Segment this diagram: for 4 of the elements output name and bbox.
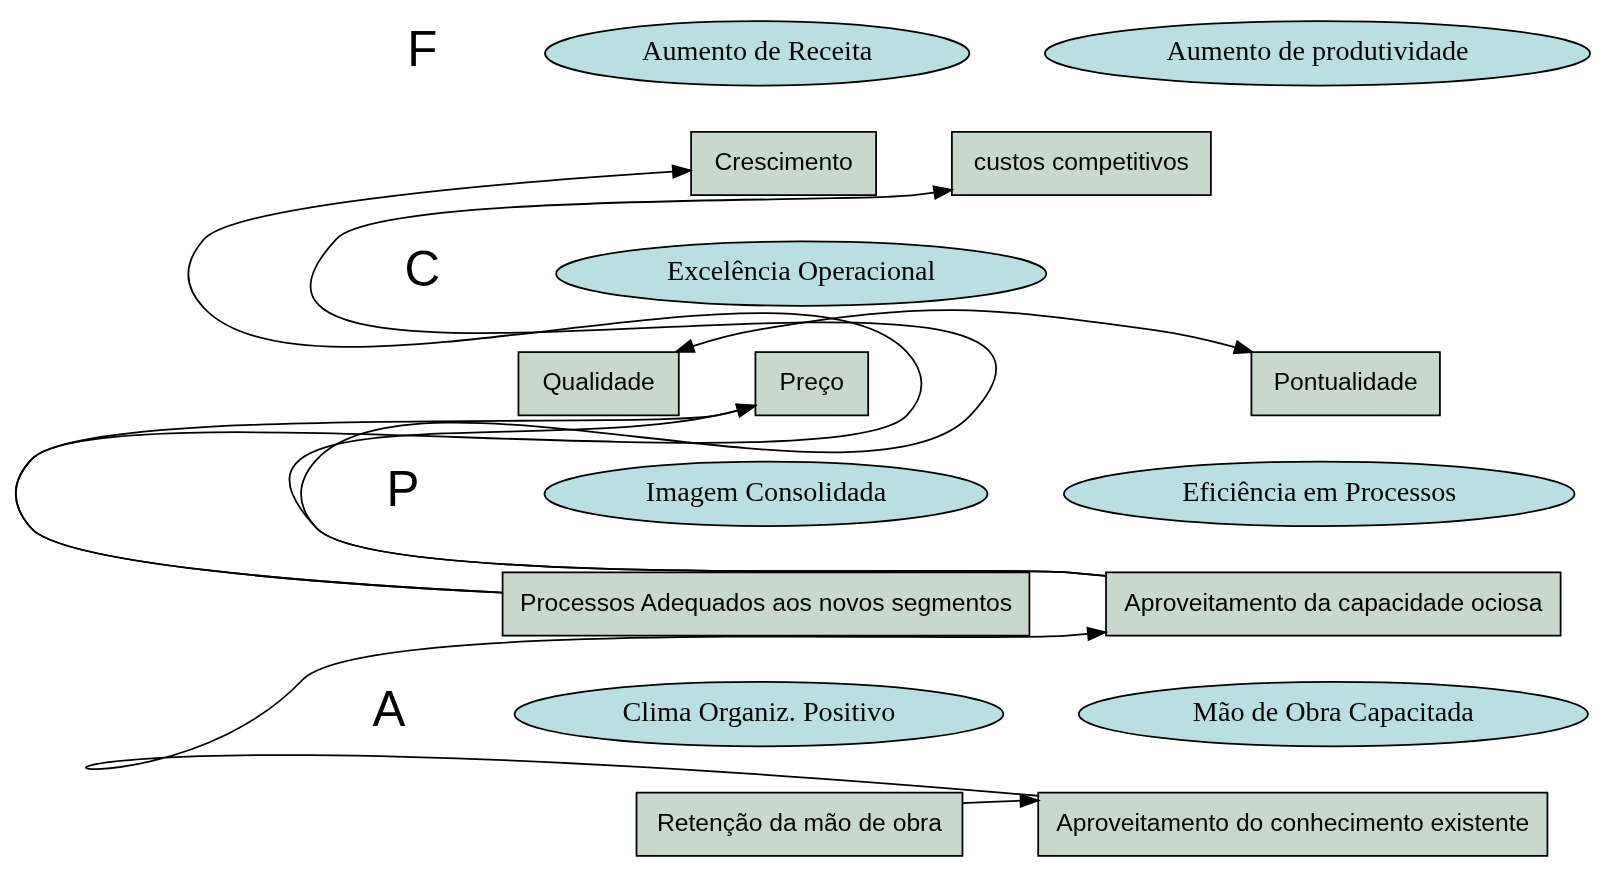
label: C <box>404 240 441 296</box>
label: F <box>407 20 438 76</box>
label: A <box>372 680 406 736</box>
label: P <box>386 460 420 516</box>
